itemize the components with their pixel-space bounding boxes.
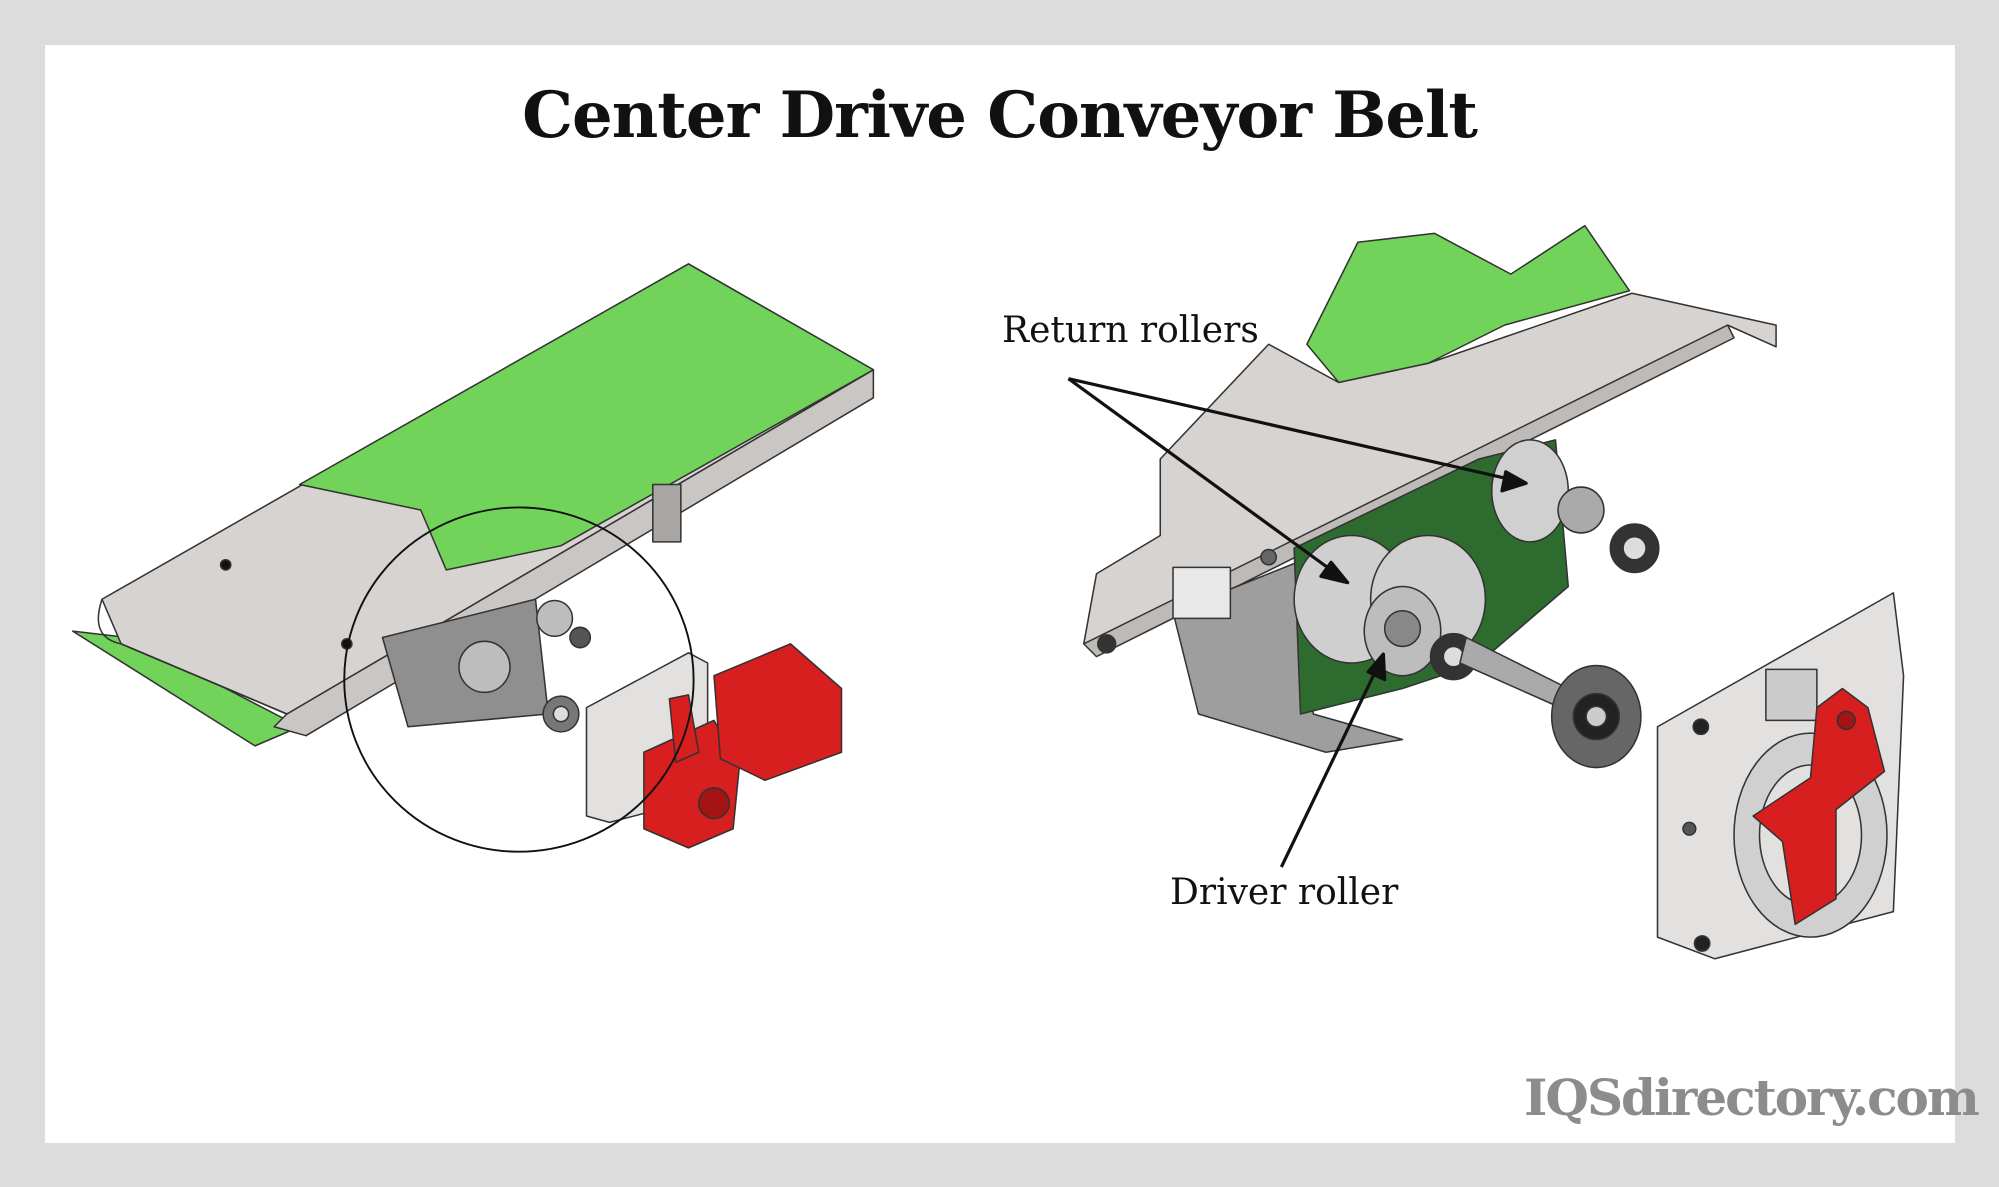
right-detail	[1067, 224, 1905, 960]
page-title: Center Drive Conveyor Belt	[522, 78, 1478, 153]
callout-arrows	[1067, 377, 1528, 868]
detail-circle	[343, 506, 695, 853]
driver-roller-label: Driver roller	[1170, 872, 1399, 913]
return-rollers-label: Return rollers	[1002, 310, 1259, 351]
watermark: IQSdirectory.com	[1524, 1068, 1980, 1127]
motor-body	[713, 643, 843, 782]
motor-bracket	[1752, 687, 1886, 926]
left-conveyor	[71, 263, 875, 853]
belt-top	[298, 263, 875, 571]
frame-rail	[1082, 324, 1735, 658]
